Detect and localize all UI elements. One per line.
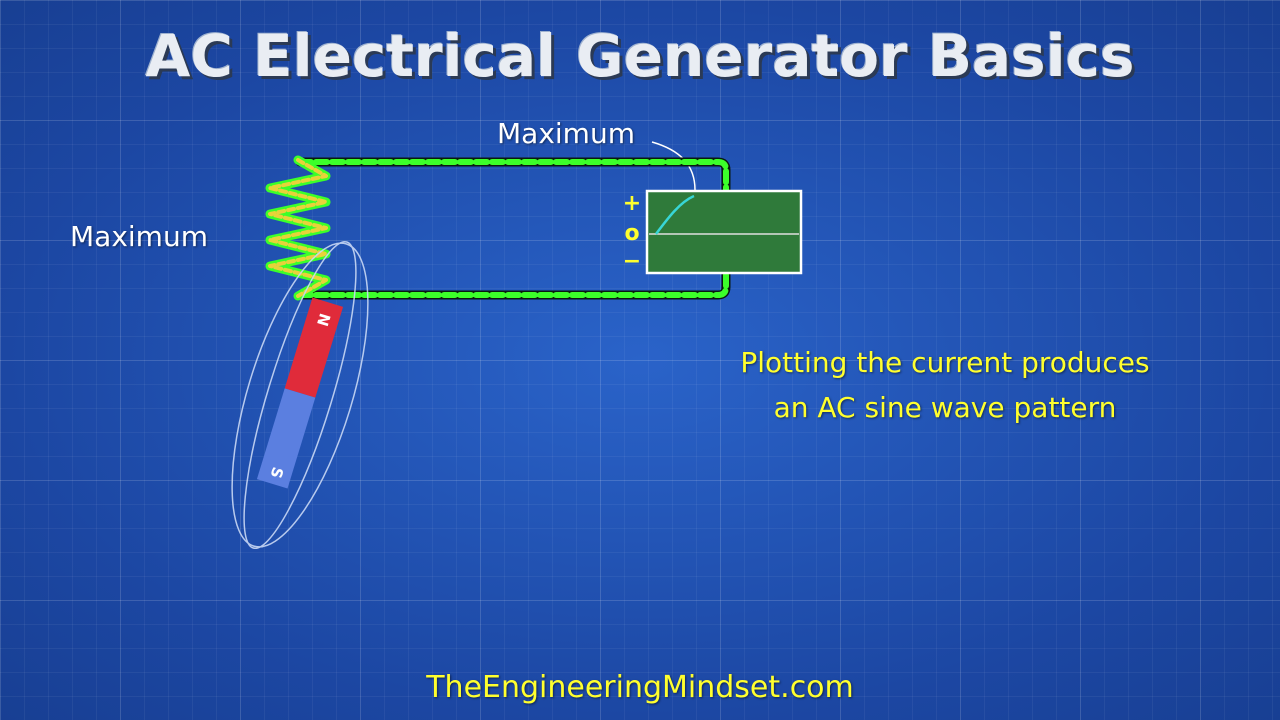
footer-site-name: TheEngineeringMindset.com [426,670,854,705]
caption: Plotting the current produces an AC sine… [690,340,1200,430]
south-label: S [267,465,287,481]
sine-trace [655,194,695,235]
meter-screen [645,189,803,275]
circuit-wire [295,157,731,300]
magnet-south-pole [256,388,316,489]
caption-line-2: an AC sine wave pattern [773,391,1117,424]
page-title: AC Electrical Generator Basics [145,22,1135,90]
north-label: N [313,311,334,328]
coil-state-label: Maximum [70,220,208,253]
axis-zero-label: o [624,221,640,246]
bar-magnet: N S [256,297,344,489]
axis-minus-label: − [622,249,642,274]
meter [645,189,803,275]
caption-line-1: Plotting the current produces [740,346,1150,379]
magnetic-field-lines [231,240,369,550]
magnet-north-pole [284,297,344,398]
axis-plus-label: + [622,191,642,216]
meter-state-label: Maximum [497,117,635,150]
coil [265,155,331,301]
